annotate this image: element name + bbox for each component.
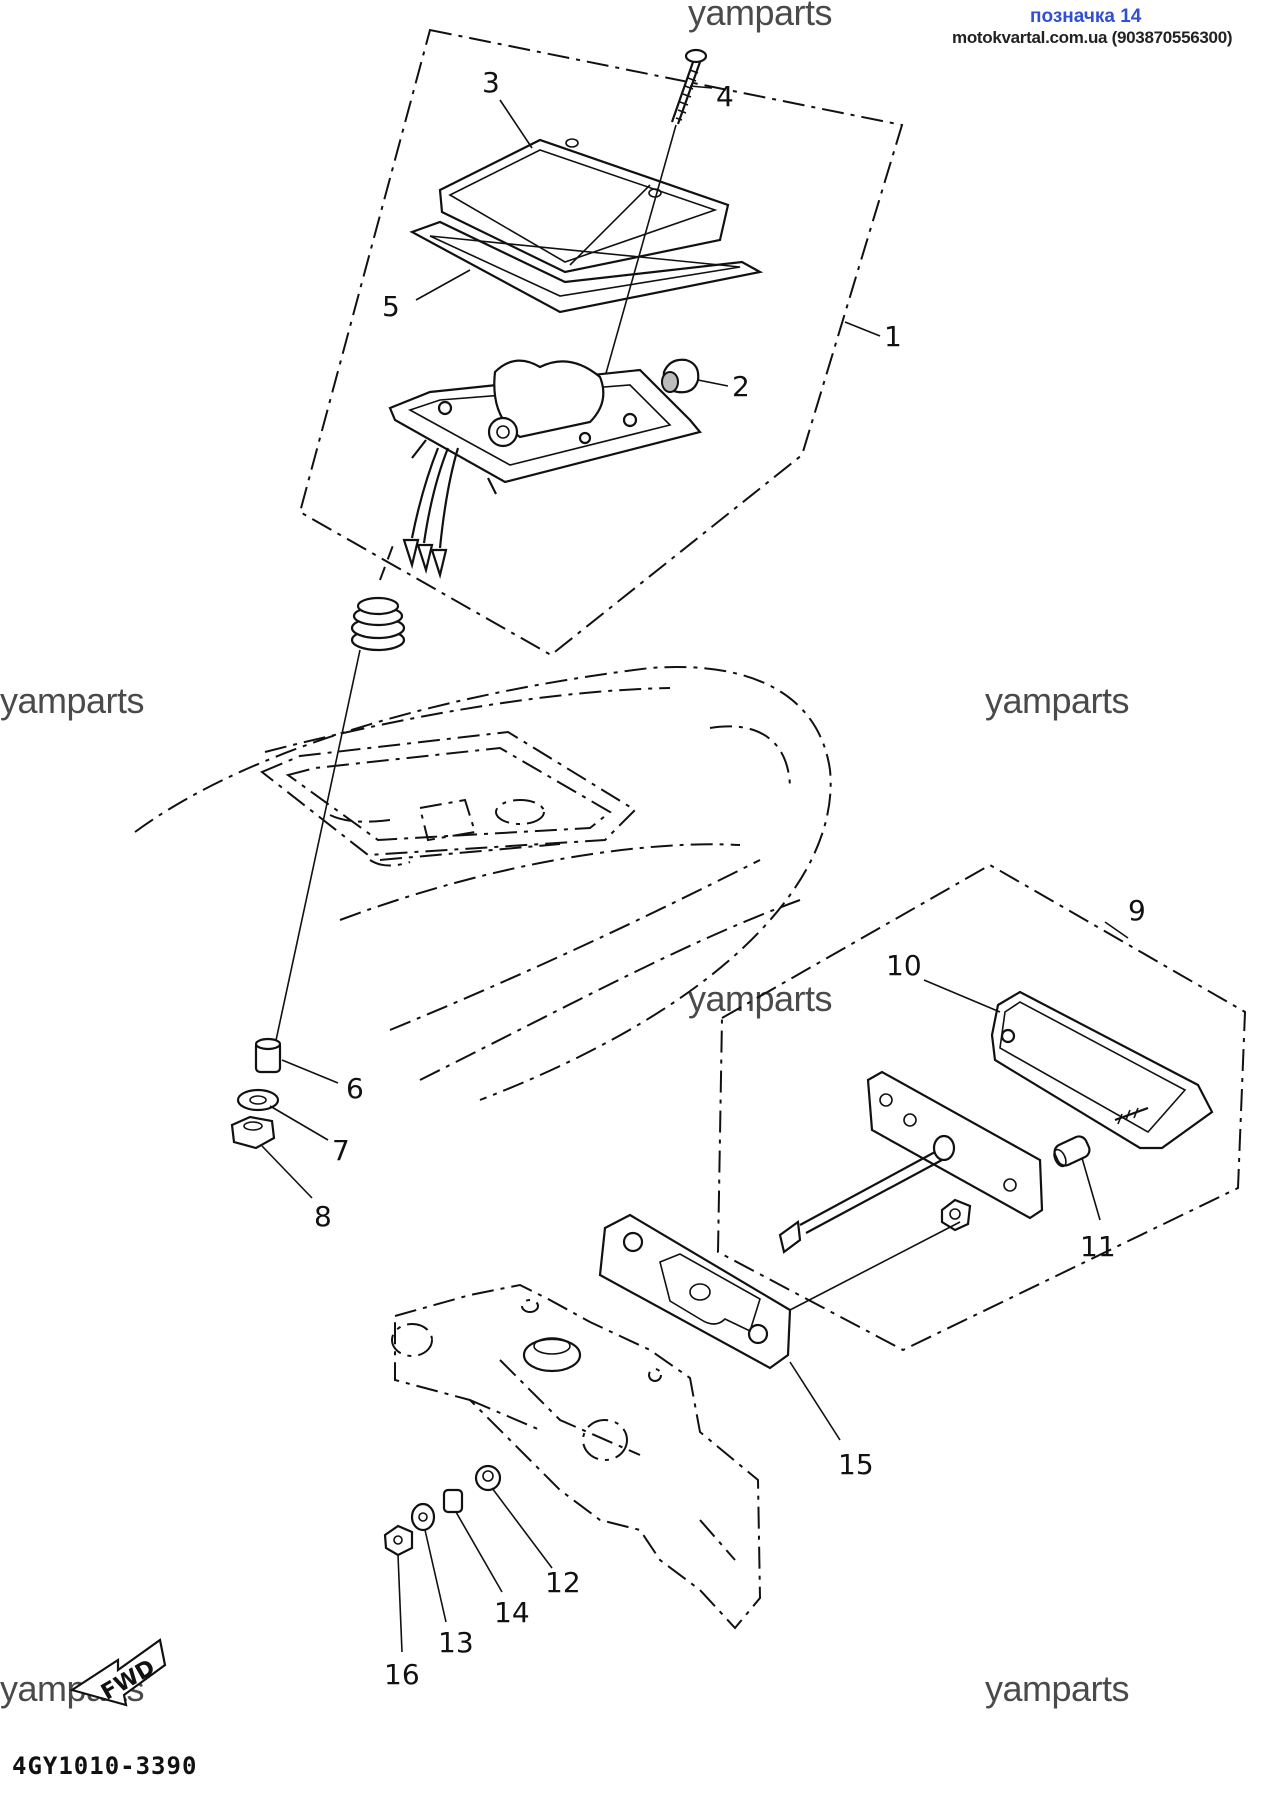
callout-9: 9 xyxy=(1128,894,1146,927)
callout-13: 13 xyxy=(438,1626,474,1659)
part-14-spacer xyxy=(442,1488,464,1514)
part-15-reflector-plate xyxy=(598,1213,792,1370)
callout-6: 6 xyxy=(346,1072,364,1105)
part-8-nut xyxy=(230,1115,276,1150)
callout-12: 12 xyxy=(545,1566,581,1599)
part-12-collar xyxy=(474,1464,502,1492)
part-13-washer xyxy=(410,1502,436,1532)
reflector-bracket-plate xyxy=(866,1070,1044,1220)
callout-10: 10 xyxy=(886,949,922,982)
group-9-boundary xyxy=(716,863,1247,1352)
watermark: yamparts xyxy=(985,680,1130,721)
part-7-washer xyxy=(236,1088,280,1112)
leader-line xyxy=(274,649,361,1046)
part-5-gasket xyxy=(409,220,764,314)
page-title: позначка 14 xyxy=(1030,6,1142,27)
group-1-boundary xyxy=(298,28,904,657)
leader-line xyxy=(569,184,651,266)
reflector-nut xyxy=(940,1198,972,1232)
callout-14: 14 xyxy=(494,1596,530,1629)
reflector-bolt xyxy=(778,1134,956,1254)
callout-leaders xyxy=(261,85,1129,1653)
wiring-leads xyxy=(402,447,460,580)
part-1-base-housing xyxy=(388,359,702,495)
callout-2: 2 xyxy=(732,370,750,403)
callout-1: 1 xyxy=(884,320,902,353)
callout-3: 3 xyxy=(482,66,500,99)
part-6-collar xyxy=(254,1037,282,1074)
watermark: yamparts xyxy=(688,0,833,33)
callout-7: 7 xyxy=(332,1134,350,1167)
fwd-arrow-icon: FWD xyxy=(69,1638,167,1707)
part-16-nut xyxy=(383,1524,414,1557)
grommet xyxy=(350,596,406,652)
callout-16: 16 xyxy=(384,1658,420,1691)
part-3-lens-cover xyxy=(438,138,730,274)
leader-line xyxy=(789,1221,961,1311)
page-subtitle: motokvartal.com.ua (903870556300) xyxy=(952,28,1233,47)
part-11-spacer xyxy=(1053,1135,1091,1168)
callout-4: 4 xyxy=(716,80,734,113)
callout-8: 8 xyxy=(314,1200,332,1233)
watermark: yamparts xyxy=(688,978,833,1019)
watermark: yamparts xyxy=(985,1668,1130,1709)
callout-15: 15 xyxy=(838,1448,874,1481)
part-4-screw xyxy=(670,48,708,125)
watermark: yamparts xyxy=(0,680,145,721)
callout-11: 11 xyxy=(1080,1230,1116,1263)
mounting-bracket xyxy=(391,1283,762,1630)
part-2-bulb xyxy=(661,358,700,394)
leader-line xyxy=(379,539,396,581)
rear-fender-outline xyxy=(134,666,832,1101)
diagram-code: 4GY1010-3390 xyxy=(12,1752,198,1780)
part-10-reflector xyxy=(990,990,1214,1150)
callout-5: 5 xyxy=(382,290,400,323)
